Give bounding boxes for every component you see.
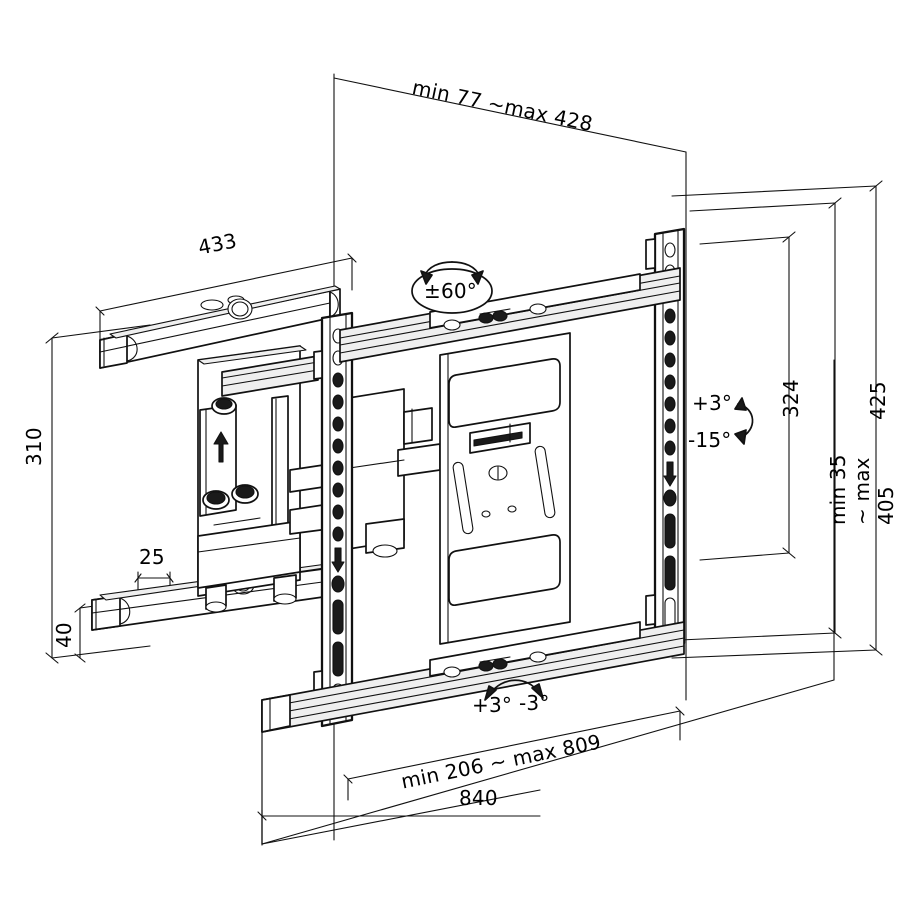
right-vertical-rail bbox=[645, 227, 686, 651]
dimension-label-left-height: 310 bbox=[22, 427, 46, 466]
annotation-label-roll-right: -3° bbox=[519, 691, 550, 715]
annotation-label-tilt-up: +3° bbox=[692, 391, 733, 415]
dimension-label-total-width: 840 bbox=[459, 786, 498, 810]
annotation-label-roll-left: +3° bbox=[472, 693, 513, 717]
dimension-lines bbox=[45, 73, 883, 846]
dimension-label-plate-height: 324 bbox=[779, 379, 803, 418]
top-horizontal-rail bbox=[339, 267, 681, 363]
dimension-label-total-height: 425 bbox=[866, 381, 890, 420]
dimension-label-vesa-height-range: min 35 ~ max 405 bbox=[826, 454, 898, 525]
bottom-horizontal-rail bbox=[261, 621, 685, 733]
dimension-label-left-rail-height: 40 bbox=[52, 622, 76, 648]
dimension-label-left-offset: 25 bbox=[139, 545, 165, 569]
annotation-label-swivel: ±60° bbox=[424, 279, 478, 303]
center-mount-plate bbox=[439, 332, 571, 645]
swivel-annotation bbox=[411, 261, 493, 314]
roll-annotation bbox=[484, 679, 544, 701]
tilt-annotation bbox=[734, 397, 754, 445]
upper-extension-arm bbox=[99, 285, 341, 369]
annotation-label-tilt-down: -15° bbox=[688, 428, 732, 452]
